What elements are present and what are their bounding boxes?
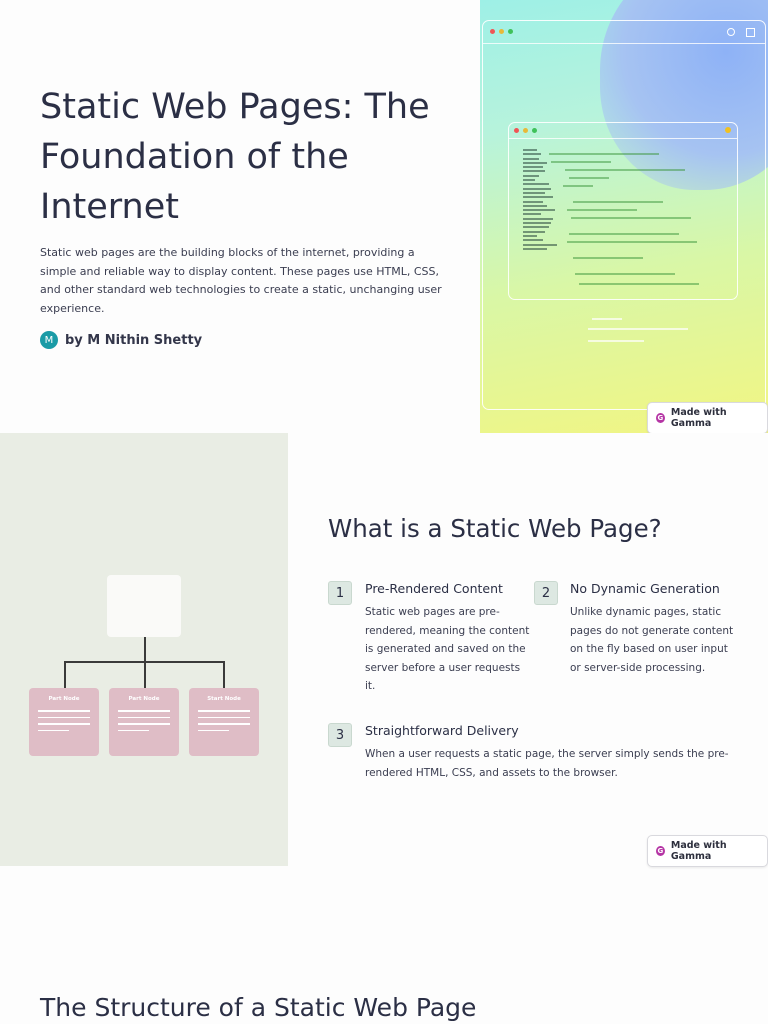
blob-shape [600,0,768,190]
author-line: M by M Nithin Shetty [40,331,202,349]
hierarchy-diagram: Part Node Part Node Start Node [0,433,288,866]
feature-title: No Dynamic Generation [570,581,720,596]
browser-window-inner [508,122,738,300]
code-keys [523,149,557,252]
search-icon [727,28,735,36]
feature-title: Straightforward Delivery [365,723,519,738]
window-icon [746,28,755,37]
hero-illustration: G Made with Gamma [480,0,768,433]
avatar: M [40,331,58,349]
feature-text: Unlike dynamic pages, static pages do no… [570,606,734,674]
slide2-title: What is a Static Web Page? [328,514,662,543]
feature-number: 2 [534,581,558,605]
feature-number: 3 [328,723,352,747]
gamma-logo-icon: G [656,846,665,856]
feature-text: Static web pages are pre-rendered, meani… [365,606,530,692]
badge-label: Made with Gamma [670,407,727,429]
child-node: Part Node [109,688,179,756]
node-label: Part Node [48,696,80,702]
badge-label: Made with Gamma [670,840,727,862]
feature-number: 1 [328,581,352,605]
slide1-title: Static Web Pages: The Foundation of the … [40,87,430,227]
author-name: by M Nithin Shetty [65,332,203,348]
root-node [107,575,181,637]
window-dots-icon [490,29,513,34]
feature-text: When a user requests a static page, the … [365,748,729,779]
star-icon [725,127,731,133]
window-dots-icon [514,128,537,133]
browser-window-outer [482,20,766,410]
slide1-description: Static web pages are the building blocks… [40,246,442,315]
feature-title: Pre-Rendered Content [365,581,503,596]
child-node: Part Node [29,688,99,756]
node-label: Start Node [207,696,241,702]
gamma-logo-icon: G [656,413,665,423]
made-with-gamma-badge[interactable]: G Made with Gamma [647,402,768,433]
child-node: Start Node [189,688,259,756]
slide3-title: The Structure of a Static Web Page [40,993,477,1022]
made-with-gamma-badge[interactable]: G Made with Gamma [647,835,768,867]
node-label: Part Node [128,696,160,702]
